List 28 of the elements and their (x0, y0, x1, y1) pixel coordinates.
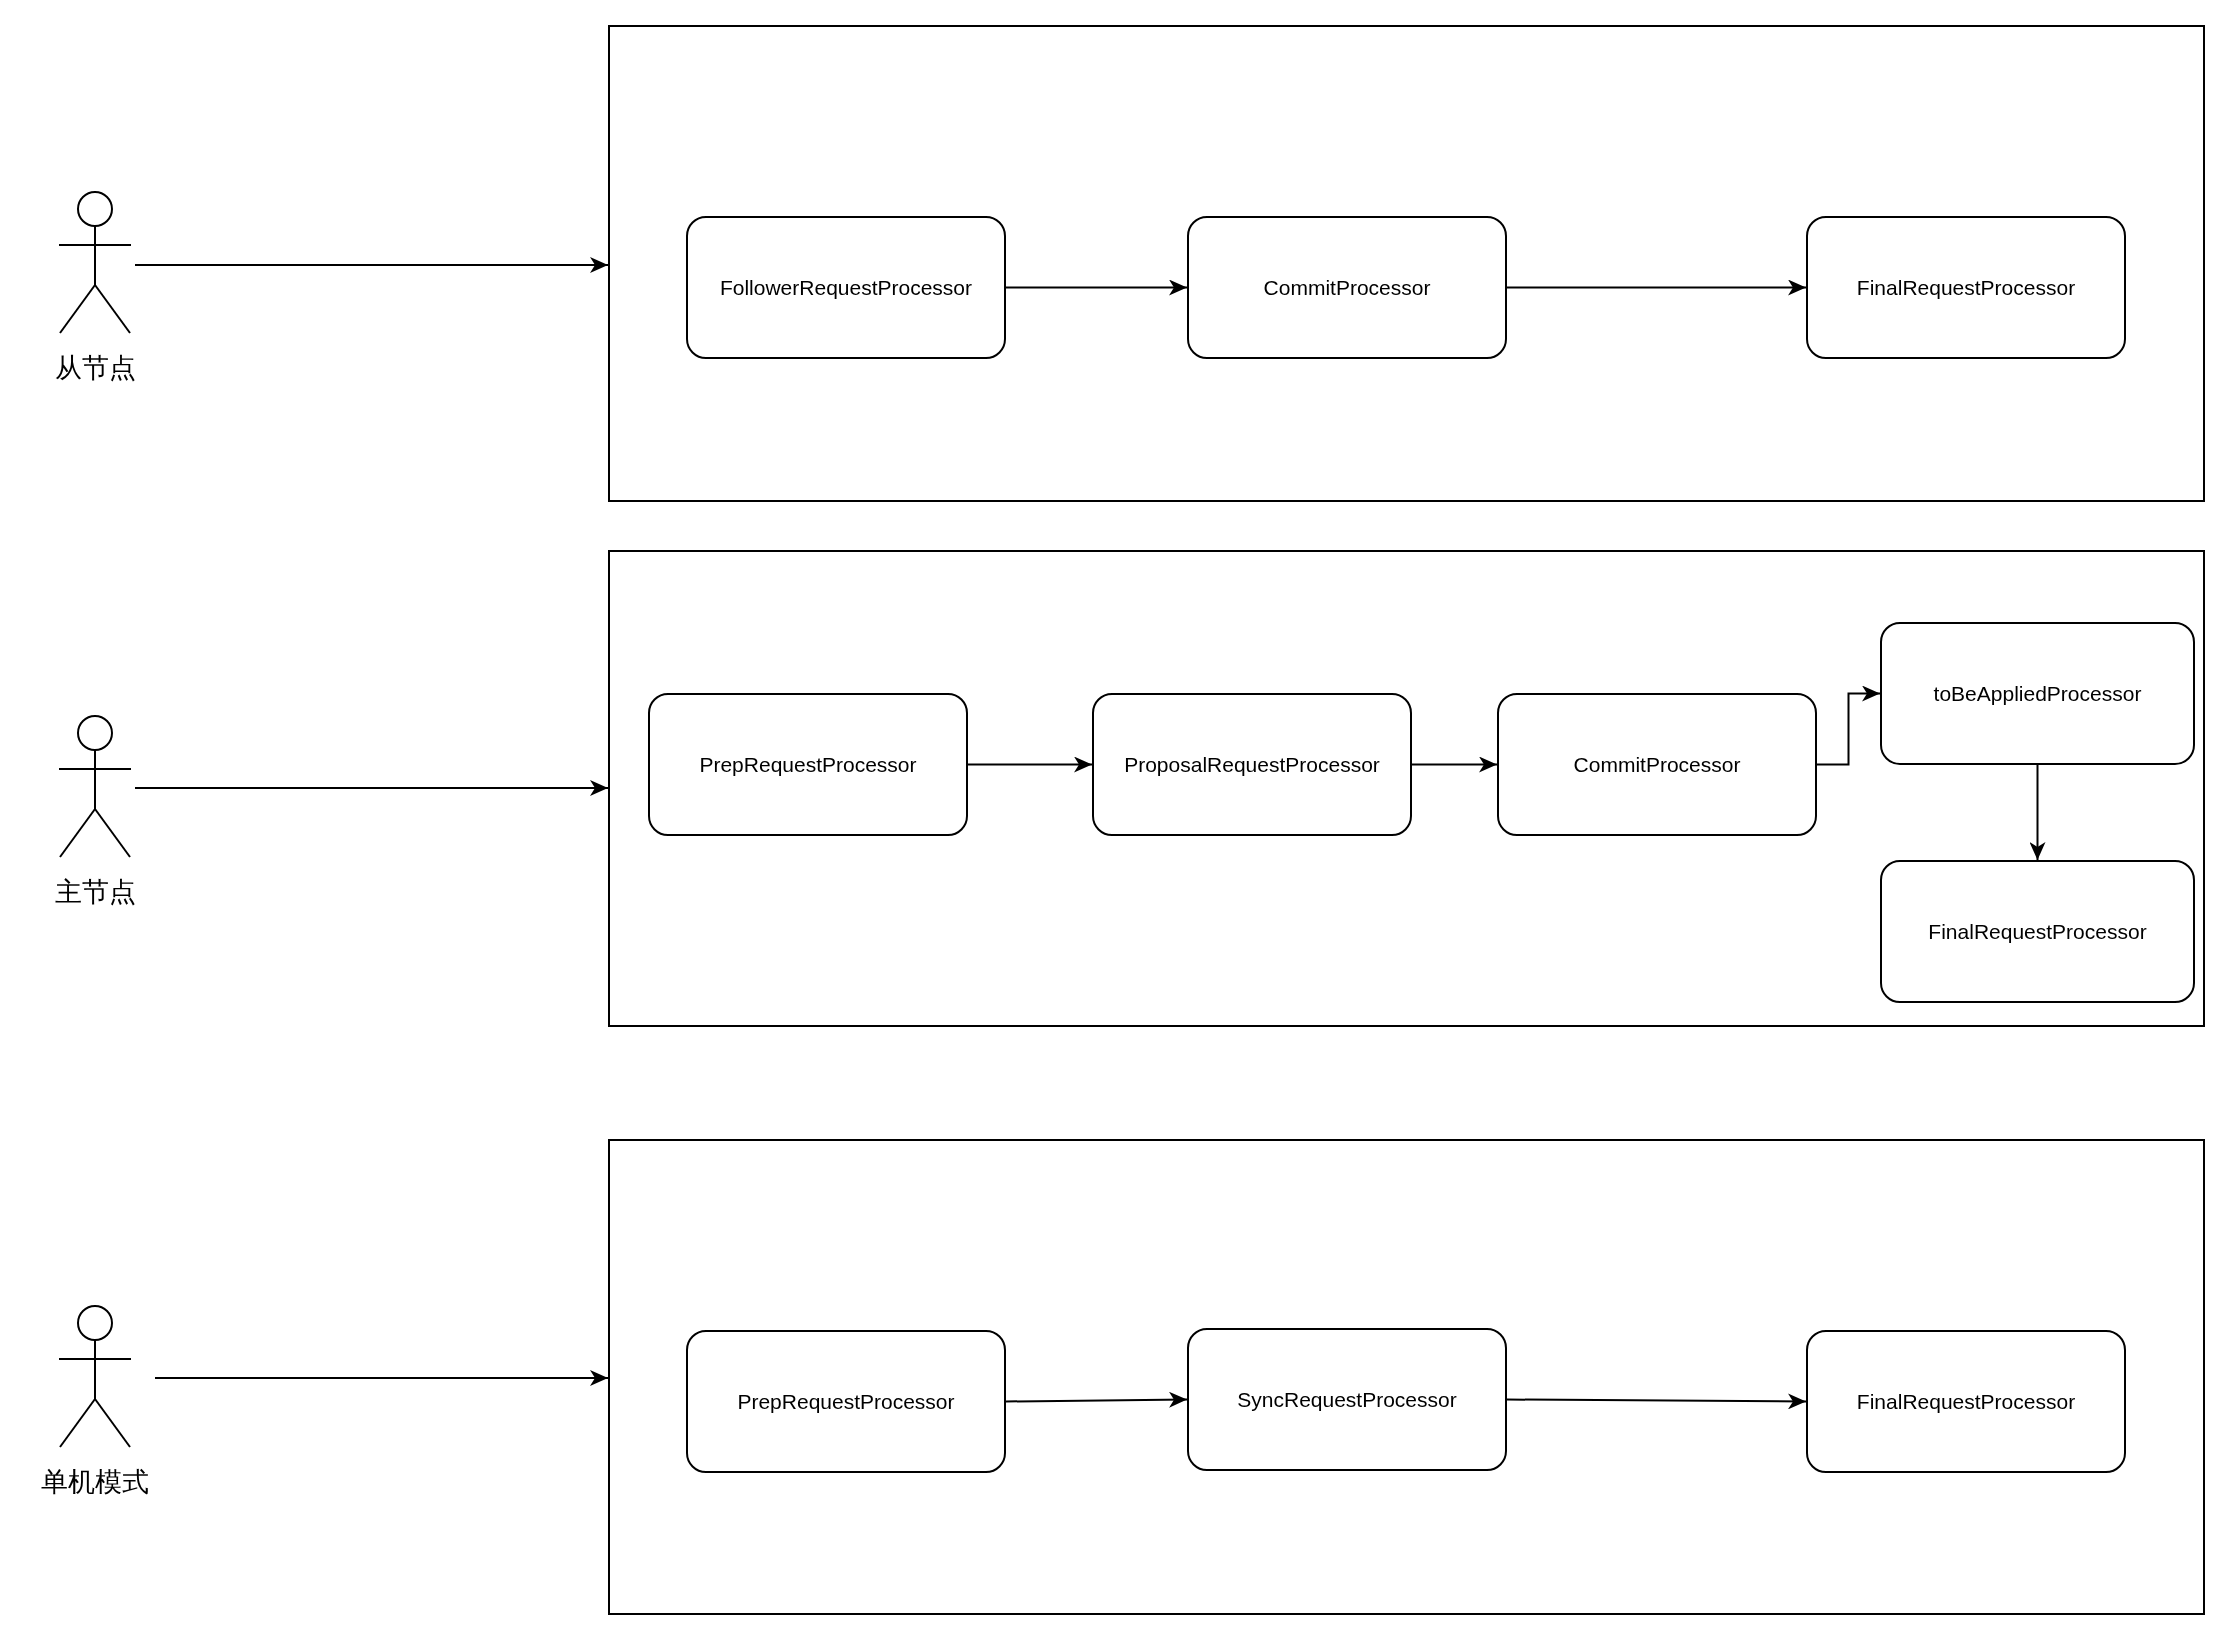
arrow (1816, 685, 1881, 766)
process-box: PrepRequestProcessor (648, 693, 968, 836)
arrow (967, 756, 1093, 773)
arrow (1411, 756, 1498, 773)
container-box (608, 25, 2205, 502)
process-box: FollowerRequestProcessor (686, 216, 1006, 359)
actor-label: 单机模式 (40, 1466, 150, 1499)
arrow (1506, 279, 1807, 296)
actor-label: 从节点 (53, 352, 137, 385)
process-box: toBeAppliedProcessor (1880, 622, 2195, 765)
process-box: CommitProcessor (1187, 216, 1507, 359)
process-box: FinalRequestProcessor (1806, 1330, 2126, 1473)
arrow (134, 780, 609, 796)
process-box: ProposalRequestProcessor (1092, 693, 1412, 836)
arrow (1005, 1391, 1188, 1408)
process-box: FinalRequestProcessor (1806, 216, 2126, 359)
arrow (1506, 1393, 1807, 1410)
process-box: PrepRequestProcessor (686, 1330, 1006, 1473)
container-box (608, 550, 2205, 1027)
arrow (2029, 764, 2046, 861)
arrow (154, 1370, 609, 1386)
process-box: CommitProcessor (1497, 693, 1817, 836)
container-box (608, 1139, 2205, 1615)
process-box: FinalRequestProcessor (1880, 860, 2195, 1003)
arrow (134, 257, 609, 273)
arrow (1005, 279, 1188, 296)
process-box: SyncRequestProcessor (1187, 1328, 1507, 1471)
actor-label: 主节点 (53, 876, 137, 909)
